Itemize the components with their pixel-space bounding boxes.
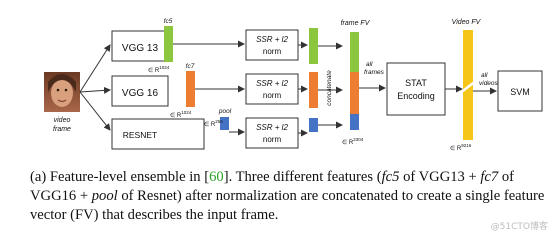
concat-resnet-segment	[350, 114, 359, 130]
vgg16-label: VGG 16	[122, 88, 159, 99]
svg-text:SSR + l2: SSR + l2	[256, 123, 288, 132]
video-fv-break	[459, 80, 477, 94]
vgg13-feature-bar	[164, 26, 173, 62]
frame-fv-title: frame FV	[341, 20, 371, 27]
concatenate-label: concatenate	[326, 70, 333, 106]
concat-vgg13-segment	[350, 32, 359, 72]
svg-text:norm: norm	[263, 91, 282, 100]
caption-part3: of VGG13 +	[399, 169, 481, 185]
all-frames-line2: frames	[364, 69, 385, 76]
resnet-feature-bar	[220, 117, 229, 130]
vgg13-label: VGG 13	[122, 43, 159, 54]
arrow-to-vgg16	[79, 86, 111, 94]
figure-caption: (a) Feature-level ensemble in [60]. Thre…	[30, 168, 545, 225]
vgg16-dim: ∈ R1024	[170, 110, 192, 119]
vgg13-dim: ∈ R1024	[148, 65, 170, 74]
feature-ensemble-diagram: video frame VGG 13 VGG 16 RESNET fc5 ∈ R…	[44, 18, 543, 152]
arrow-to-vgg13	[79, 44, 111, 93]
resnet-dim: ∈ R256	[204, 119, 223, 128]
all-videos-line1: all	[481, 72, 488, 79]
resnet-label: RESNET	[123, 130, 157, 140]
concat-vgg16-segment	[350, 72, 359, 114]
normalized-vgg13-bar	[309, 28, 318, 64]
resnet-layer-label: pool	[218, 108, 232, 115]
all-frames-line1: all	[366, 61, 373, 68]
input-frame-image	[44, 72, 80, 112]
svg-text:norm: norm	[263, 135, 282, 144]
caption-feat2: fc7	[480, 169, 499, 185]
input-label-line1: video	[54, 117, 71, 124]
caption-ref-link[interactable]: 60	[209, 169, 224, 185]
video-fv-bar	[463, 30, 473, 140]
caption-feat1: fc5	[381, 169, 400, 185]
svg-text:SSR + l2: SSR + l2	[256, 35, 288, 44]
frame-fv-dim: ∈ R2304	[342, 137, 364, 146]
vgg16-box	[111, 75, 169, 107]
stat-encoding-box	[386, 62, 446, 116]
arrow-to-resnet	[79, 91, 111, 131]
stat-label-line1: STAT	[405, 78, 427, 88]
vgg13-box	[111, 30, 169, 62]
vgg16-layer-label: fc7	[186, 63, 195, 70]
caption-feat3: pool	[91, 188, 118, 204]
norm-box-3: SSR + l2 norm	[245, 117, 299, 149]
vgg13-layer-label: fc5	[164, 18, 173, 25]
watermark-text: @51CTO博客	[490, 222, 548, 232]
all-videos-line2: videos	[479, 80, 499, 87]
caption-part4: of VGG16 +	[30, 169, 515, 204]
caption-part5: of Resnet) after normalization are conca…	[30, 188, 545, 223]
svm-label: SVM	[510, 87, 530, 97]
video-fv-title: Video FV	[452, 19, 482, 26]
caption-part2: ]. Three different features (	[223, 169, 382, 185]
norm-box-2: SSR + l2 norm	[245, 73, 299, 105]
caption-part1: (a) Feature-level ensemble in [	[30, 169, 210, 185]
normalized-vgg16-bar	[309, 72, 318, 108]
svg-text:SSR + l2: SSR + l2	[256, 79, 288, 88]
resnet-box	[111, 118, 205, 150]
svm-box	[497, 70, 543, 112]
video-fv-dim: ∈ R9216	[450, 143, 472, 152]
norm-box-1: SSR + l2 norm	[245, 29, 299, 61]
normalized-resnet-bar	[309, 118, 318, 132]
vgg16-feature-bar	[186, 71, 195, 107]
stat-label-line2: Encoding	[397, 91, 435, 101]
input-label-line2: frame	[53, 126, 71, 133]
svg-text:norm: norm	[263, 47, 282, 56]
